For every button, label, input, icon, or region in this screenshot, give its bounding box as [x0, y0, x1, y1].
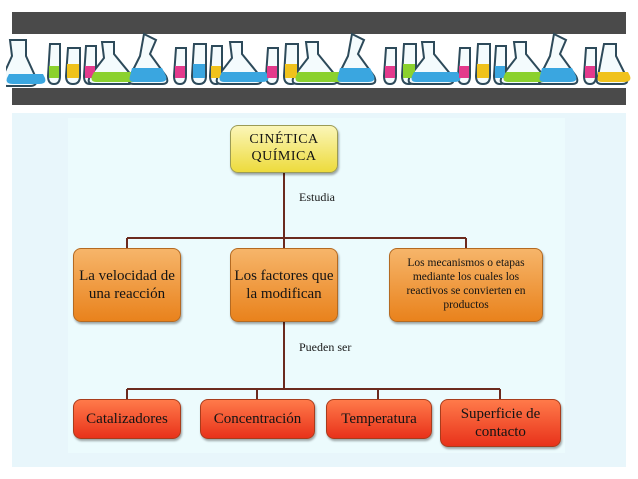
link-label-estudia: Estudia [299, 190, 335, 204]
flasks-banner-icon [6, 32, 631, 87]
node-velocidad-reaccion: La velocidad de una reacción [73, 248, 181, 322]
node-superficie-contacto: Superficie de contacto [440, 399, 561, 447]
header-bar-top [12, 12, 626, 34]
link-label-pueden-ser: Pueden ser [299, 340, 352, 354]
node-temperatura: Temperatura [326, 399, 432, 439]
header-bar-bottom [12, 88, 626, 105]
node-factores: Los factores que la modifican [230, 248, 338, 322]
node-catalizadores: Catalizadores [73, 399, 181, 439]
node-concentracion: Concentración [200, 399, 315, 439]
node-mecanismos: Los mecanismos o etapas mediante los cua… [389, 248, 543, 322]
root-node-cinetica-quimica: CINÉTICA QUÍMICA [230, 125, 338, 173]
